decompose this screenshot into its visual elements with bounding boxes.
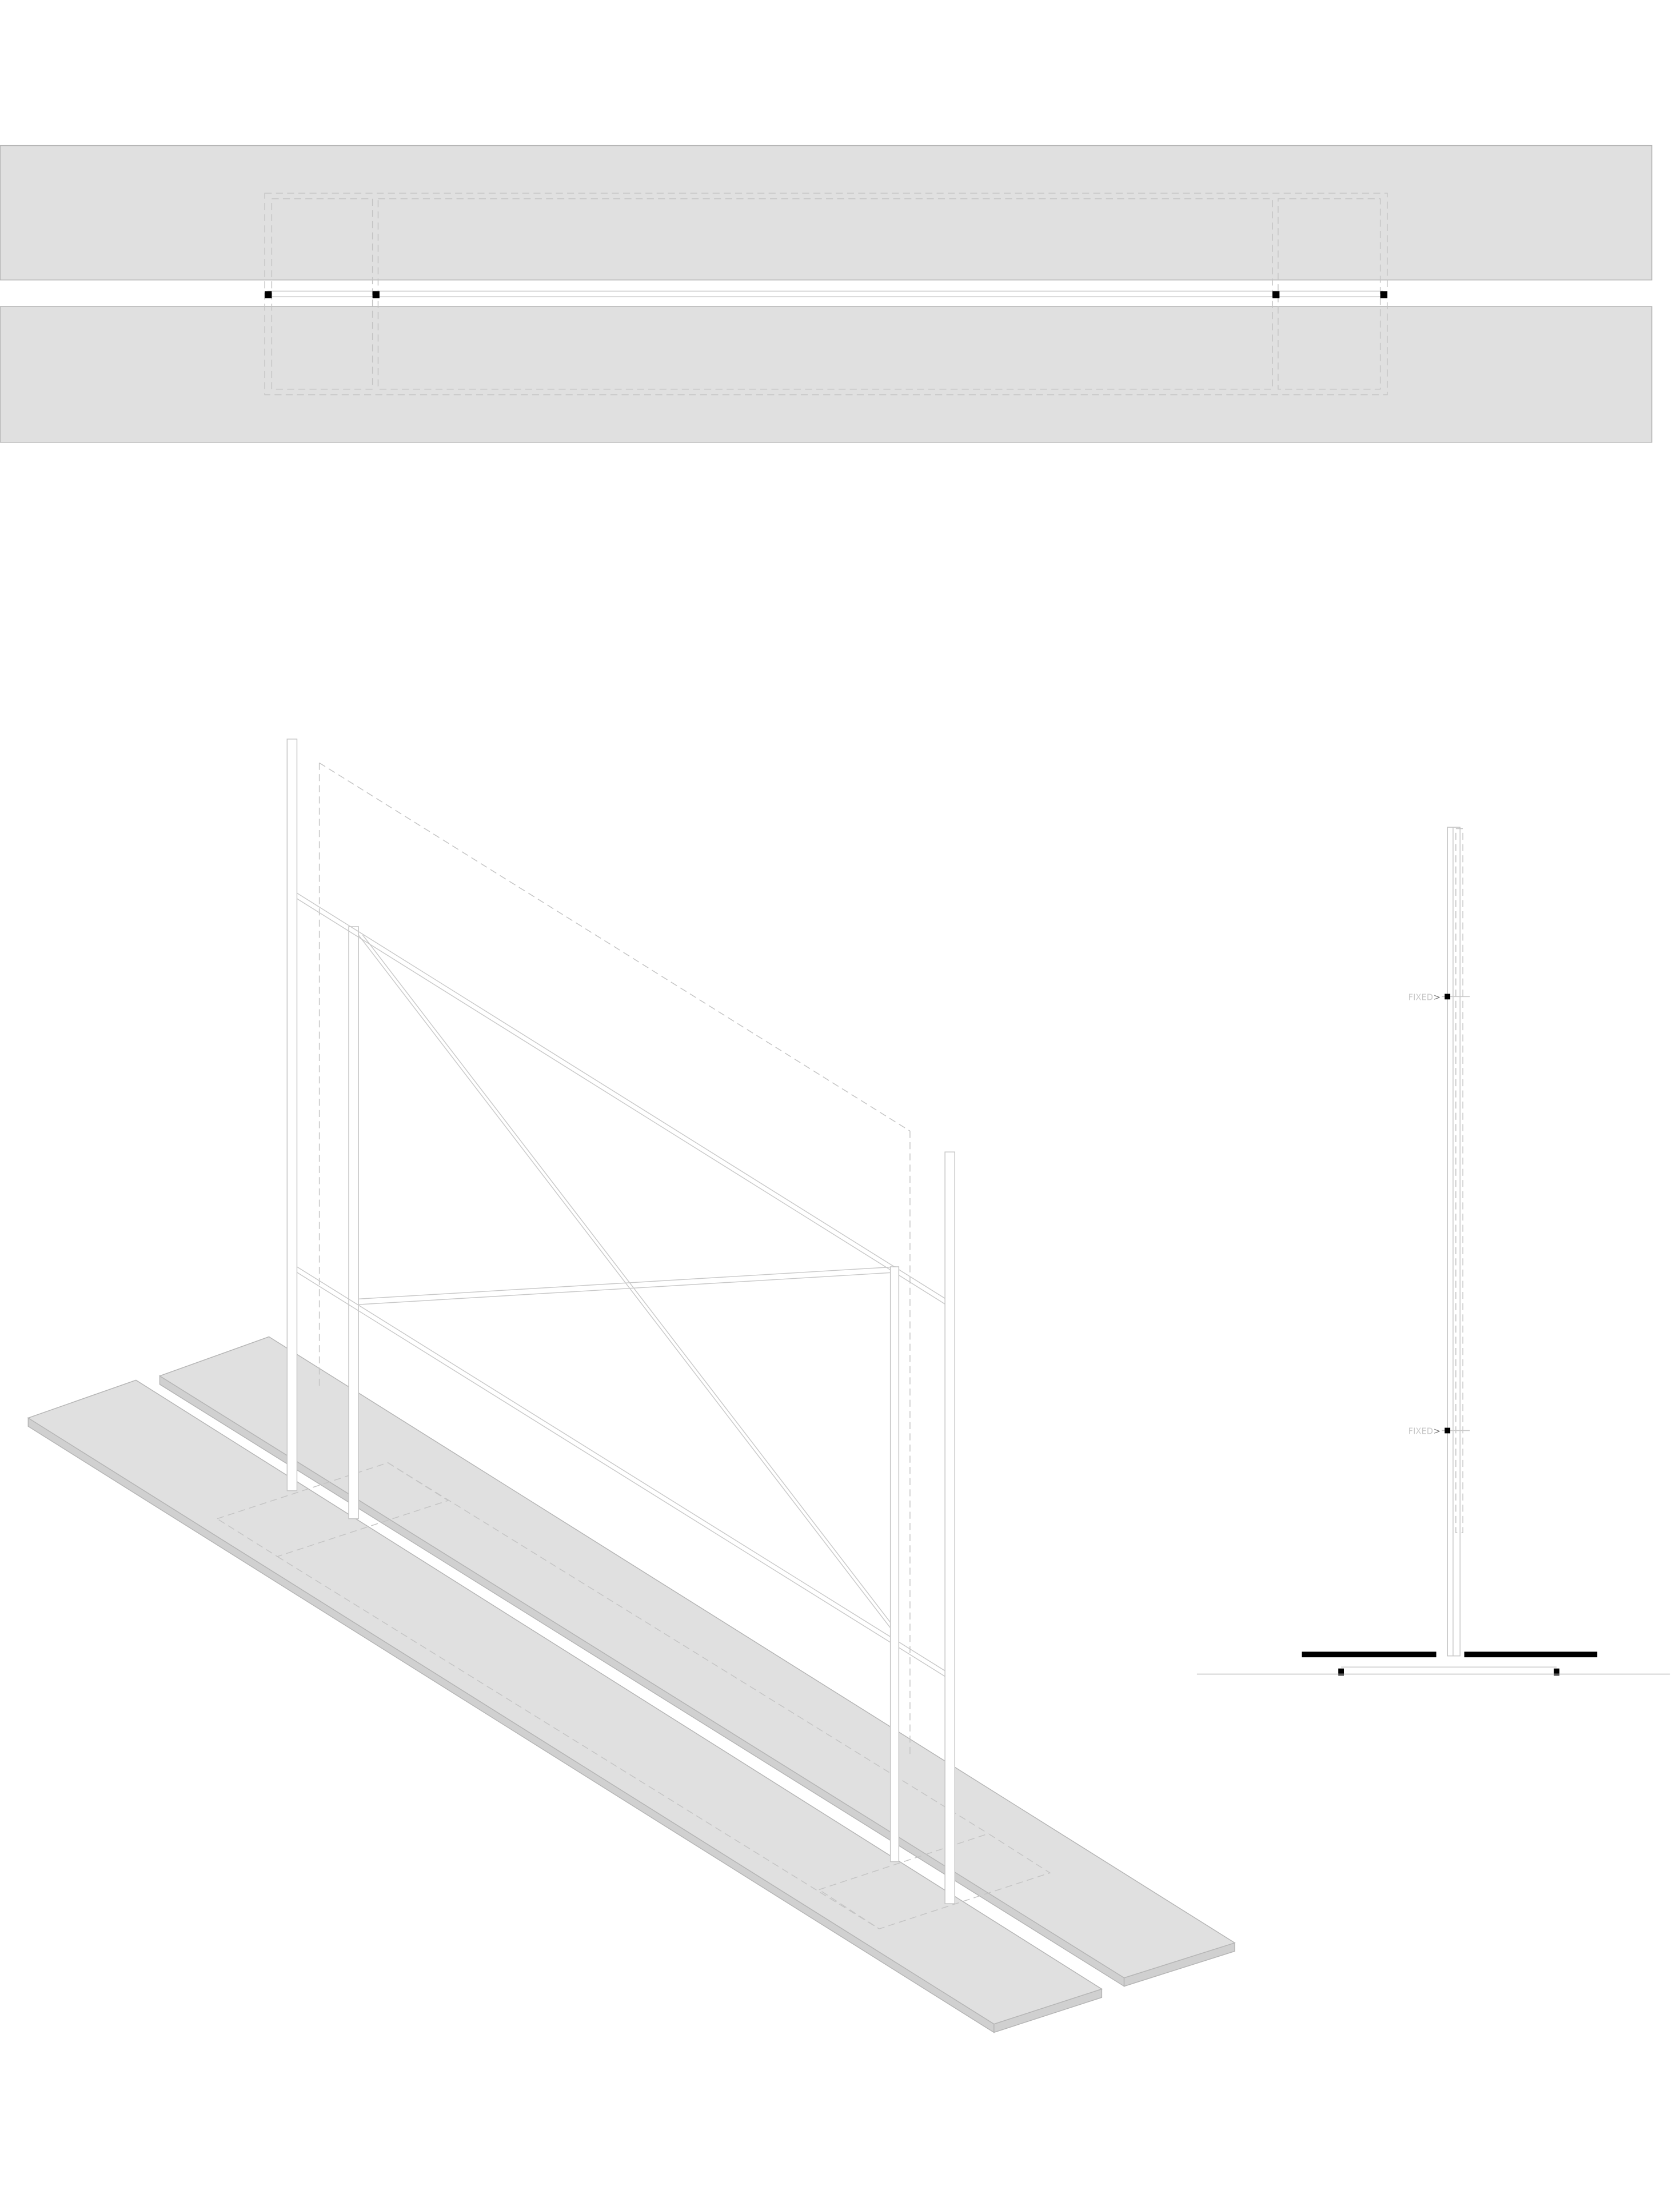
anchor-point	[1380, 291, 1387, 298]
slab-front	[27, 1379, 1103, 2025]
base-plate-section	[1464, 1651, 1598, 1658]
post	[889, 1266, 900, 1862]
plan-slab-top	[0, 145, 1653, 281]
anchor-point	[1338, 1668, 1344, 1676]
section-view: FIXED > FIXED >	[1196, 827, 1670, 1676]
fixing-point	[1444, 1427, 1451, 1434]
arrow-icon: >	[1434, 1427, 1440, 1437]
panel-outline	[319, 762, 911, 1132]
fixed-label: FIXED	[1408, 1427, 1433, 1437]
post	[286, 739, 298, 1491]
post	[348, 926, 359, 1519]
anchor-point	[1554, 1668, 1560, 1676]
post	[944, 1151, 956, 1904]
base-rail	[277, 1556, 880, 1929]
base-plate-section	[1302, 1651, 1436, 1658]
plan-slab-bottom	[0, 306, 1653, 443]
anchor-point	[265, 291, 272, 298]
anchor-point	[372, 291, 380, 298]
fixed-label: FIXED	[1408, 993, 1433, 1003]
rail	[297, 892, 955, 1683]
plan-view	[0, 145, 1653, 443]
base-plate-left	[216, 1462, 449, 1557]
fixing-point	[1444, 994, 1451, 1000]
slab-back-side	[159, 1375, 1125, 1987]
base-plate-right	[818, 1833, 1051, 1929]
slab-back	[158, 1336, 1236, 1978]
arrow-icon: >	[1434, 993, 1440, 1003]
section-panel	[1455, 828, 1463, 1533]
anchor-point	[1272, 291, 1280, 298]
section-post	[1447, 827, 1460, 1657]
axonometric-view	[27, 739, 1236, 2033]
base-rail	[388, 1462, 989, 1834]
